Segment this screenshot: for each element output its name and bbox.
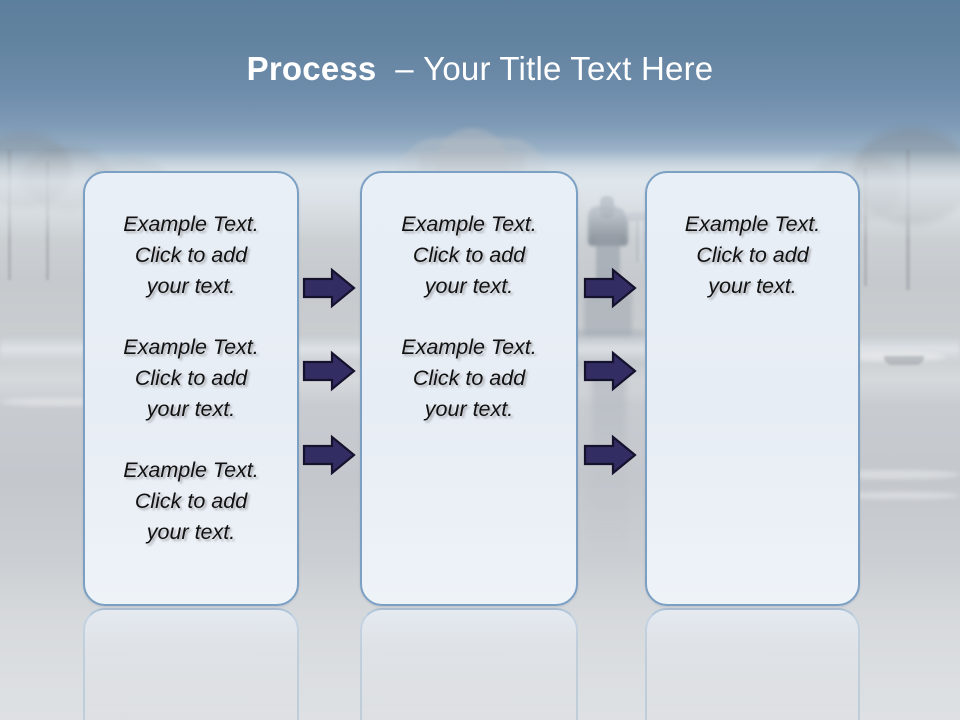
slide-title-separator: – [395,50,414,87]
background-water-glint-2 [0,398,120,406]
slide-title: Process – Your Title Text Here [0,48,960,90]
arrow-right-icon-gap2-row3[interactable] [583,434,637,476]
slide-title-rest: Your Title Text Here [423,50,714,87]
background-water-glint-1 [836,352,946,362]
background-water-glint-3 [820,470,960,479]
arrow-right-icon-gap1-row3[interactable] [302,434,356,476]
stage-3-reflection [645,608,860,720]
arrow-right-icon-gap2-row1[interactable] [583,267,637,309]
arrow-right-icon-gap1-row2[interactable] [302,350,356,392]
arrow-right-icon-gap1-row1[interactable] [302,267,356,309]
slide-title-emphasis: Process [246,50,377,87]
background-water-glint-4 [840,492,960,499]
arrow-right-icon-gap2-row2[interactable] [583,350,637,392]
stage-2-reflection [360,608,578,720]
stage-1-reflection [83,608,299,720]
background-boat [884,356,924,365]
